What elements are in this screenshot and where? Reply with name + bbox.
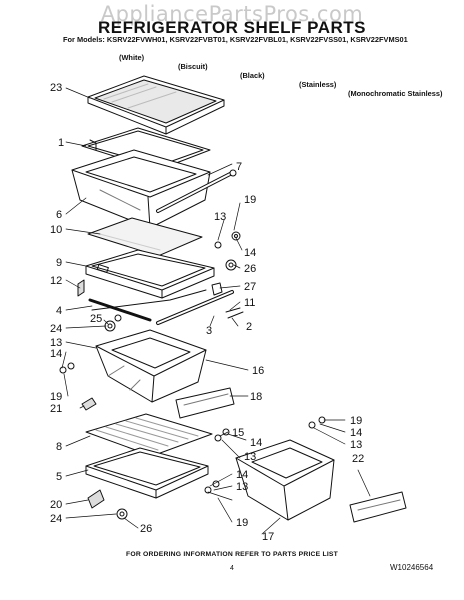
callout-14-a: 14 <box>244 247 256 259</box>
callout-numbers: 23 1 7 6 19 13 10 14 9 26 12 27 4 11 25 … <box>50 82 364 543</box>
callout-27: 27 <box>244 281 256 293</box>
callout-4: 4 <box>56 305 62 317</box>
callout-7: 7 <box>236 161 242 173</box>
callout-9: 9 <box>56 257 62 269</box>
part-bracket-20 <box>87 489 105 509</box>
callout-8: 8 <box>56 441 62 453</box>
callout-26-a: 26 <box>244 263 256 275</box>
part-glass-panel <box>87 217 203 257</box>
finish-white: (White) <box>119 53 145 62</box>
models-line: For Models: KSRV22FVWH01, KSRV22FVBT01, … <box>63 35 408 44</box>
part-shelf-frame-9 <box>85 249 215 299</box>
finish-monochromatic-stainless: (Monochromatic Stainless) <box>348 89 443 98</box>
callout-20: 20 <box>50 499 62 511</box>
part-drawer-handle-22 <box>349 491 407 523</box>
callout-19-a: 19 <box>244 194 256 206</box>
callout-2: 2 <box>246 321 252 333</box>
part-drawer-handle-18 <box>175 387 235 419</box>
callout-13-e: 13 <box>236 481 248 493</box>
callout-15: 15 <box>232 427 244 439</box>
finish-black: (Black) <box>240 71 265 80</box>
page-number: 4 <box>230 565 234 572</box>
part-lower-shelf-frame-5 <box>85 447 209 499</box>
part-grid-shelf-8 <box>85 413 213 457</box>
callout-24-a: 24 <box>50 323 62 335</box>
callout-26-b: 26 <box>140 523 152 535</box>
callout-19-c: 19 <box>350 415 362 427</box>
part-hardware-right-bottom <box>204 416 326 494</box>
callout-16: 16 <box>252 365 264 377</box>
callout-5: 5 <box>56 471 62 483</box>
part-clip-21 <box>81 397 97 411</box>
callout-23: 23 <box>50 82 62 94</box>
part-crisper-drawer-16 <box>95 329 207 403</box>
part-hardware-left-middle <box>59 362 75 374</box>
callout-19-b: 19 <box>50 391 62 403</box>
finishes-line: (White) (Biscuit) (Black) (Stainless) (M… <box>63 44 442 98</box>
part-shelf-cover <box>87 75 225 135</box>
part-hardware-bottom-left <box>116 508 128 520</box>
callout-18: 18 <box>250 391 262 403</box>
part-crisper-pan-upper <box>71 149 211 229</box>
callout-13-c: 13 <box>244 451 256 463</box>
ordering-info-footer: FOR ORDERING INFORMATION REFER TO PARTS … <box>125 551 339 558</box>
callout-11: 11 <box>244 297 255 309</box>
document-number: W10246564 <box>390 563 434 572</box>
callout-3: 3 <box>206 325 212 337</box>
finish-biscuit: (Biscuit) <box>178 62 208 71</box>
callout-14-e: 14 <box>236 469 248 481</box>
part-support-rod-7 <box>156 169 237 213</box>
callout-17: 17 <box>262 531 274 543</box>
part-rod-11 <box>156 290 234 325</box>
callout-14-c: 14 <box>250 437 262 449</box>
leader-lines <box>61 87 371 535</box>
part-slide-rail-4 <box>77 279 207 322</box>
callout-1: 1 <box>58 137 64 149</box>
finish-stainless: (Stainless) <box>299 80 337 89</box>
callout-13-b: 13 <box>50 337 62 349</box>
callout-10: 10 <box>50 224 62 236</box>
callout-21: 21 <box>50 403 62 415</box>
callout-14-b: 14 <box>50 348 62 360</box>
watermark: AppliancePartsPros.com <box>100 2 364 26</box>
callout-25: 25 <box>90 313 102 325</box>
callout-13-d: 13 <box>350 439 362 451</box>
callout-19-d: 19 <box>236 517 248 529</box>
callout-12: 12 <box>50 275 62 287</box>
page-title: REFRIGERATOR SHELF PARTS <box>98 18 366 37</box>
part-crisper-drawer-17 <box>235 439 335 521</box>
part-hardware-top-right <box>211 231 244 319</box>
callout-14-d: 14 <box>350 427 362 439</box>
callout-22: 22 <box>352 453 364 465</box>
callout-13-a: 13 <box>214 211 226 223</box>
callout-6: 6 <box>56 209 62 221</box>
callout-24-b: 24 <box>50 513 62 525</box>
